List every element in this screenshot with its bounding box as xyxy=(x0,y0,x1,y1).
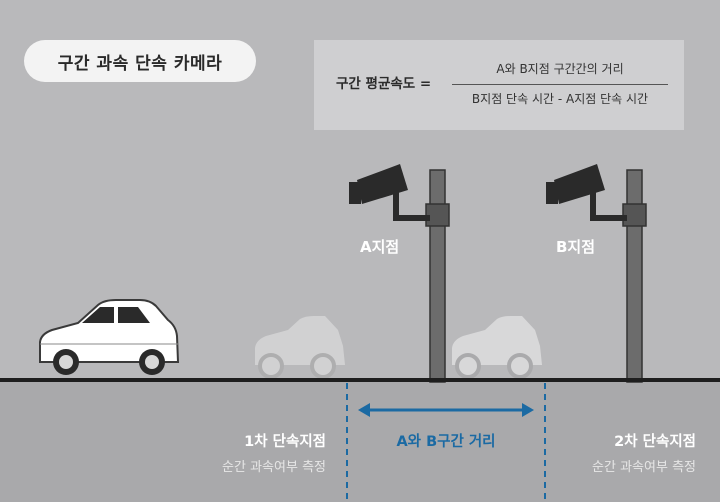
stage1-title: 1차 단속지점 xyxy=(244,434,326,450)
stage2-subtitle: 순간 과속여부 측정 xyxy=(592,460,696,475)
stage2-title: 2차 단속지점 xyxy=(614,434,696,450)
formula-label: 구간 평균속도 = xyxy=(336,76,432,92)
car-icon xyxy=(39,299,180,375)
distance-label: A와 B구간 거리 xyxy=(396,434,496,450)
ghost-car-2 xyxy=(452,316,542,379)
point-b-label: B지점 xyxy=(556,238,596,256)
ground-area xyxy=(0,381,720,502)
point-a-label: A지점 xyxy=(360,238,400,256)
formula-denominator: B지점 단속 시간 - A지점 단속 시간 xyxy=(471,92,649,106)
page-title: 구간 과속 단속 카메라 xyxy=(24,40,256,82)
formula-numerator: A와 B지점 구간간의 거리 xyxy=(496,62,624,76)
road-line xyxy=(0,378,720,382)
stage1-subtitle: 순간 과속여부 측정 xyxy=(222,460,326,475)
formula-box xyxy=(314,40,684,130)
distance-arrow xyxy=(358,403,534,417)
ghost-car-1 xyxy=(255,316,345,379)
camera-b-icon xyxy=(546,164,647,383)
fraction-line xyxy=(452,84,668,85)
camera-a-icon xyxy=(349,164,450,383)
